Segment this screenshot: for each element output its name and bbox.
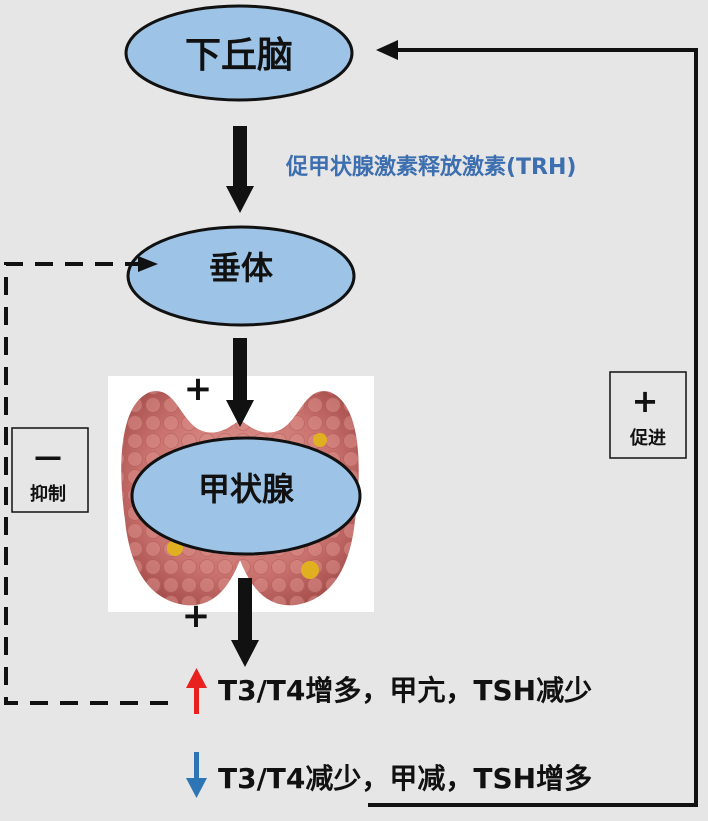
hypothalamus-node: 下丘脑 [124,4,354,102]
pituitary-node: 垂体 [126,225,356,327]
hypothalamus-label: 下丘脑 [185,35,293,76]
inhibit-box: — 抑制 [11,427,89,513]
positive-feedback-loop [368,40,698,807]
parathyroid-icon [313,433,327,447]
promote-box: + 促进 [609,371,687,459]
pituitary-label: 垂体 [209,249,273,287]
inhibit-label: 抑制 [30,484,66,505]
up-arrow-icon [186,668,207,714]
trh-label: 促甲状腺激素释放激素(TRH) [285,154,576,180]
effect-decrease-row: T3/T4减少，甲减，TSH增多 [186,752,592,798]
plus-sign-upper: + [184,369,213,409]
effect-increase-row: T3/T4增多，甲亢，TSH减少 [186,668,592,714]
negative-feedback-loop [4,256,168,705]
effect-decrease-text: T3/T4减少，甲减，TSH增多 [218,762,592,795]
arrow-thyroid-to-hormones [231,578,259,667]
down-arrow-icon [186,752,207,798]
minus-sign: — [34,440,62,473]
thyroid-label: 甲状腺 [198,470,295,508]
arrow-pituitary-to-thyroid [226,338,254,427]
arrow-hypothalamus-to-pituitary [226,126,254,213]
promote-label: 促进 [629,427,666,449]
plus-sign-promote: + [632,382,659,420]
thyroid-node: 甲状腺 [130,436,362,556]
parathyroid-icon [301,561,319,579]
plus-sign-lower: + [182,596,211,636]
effect-increase-text: T3/T4增多，甲亢，TSH减少 [218,674,592,707]
